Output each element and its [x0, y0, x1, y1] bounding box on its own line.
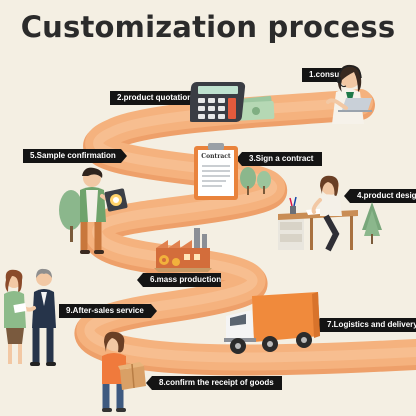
sample-person-illustration	[74, 166, 130, 258]
calculator-icon	[190, 78, 276, 126]
step-2-label: 2.product quotation	[110, 91, 194, 105]
tree-icon	[238, 166, 274, 196]
step-9-label: 9.After-sales service	[59, 304, 151, 318]
tree-icon	[360, 200, 384, 246]
step-8-label: 8.confirm the receipt of goods	[152, 376, 282, 390]
contract-clipboard: Contract	[192, 142, 240, 200]
after-sales-illustration	[0, 266, 62, 372]
contract-title: Contract	[198, 153, 234, 160]
step-3-label: 3.Sign a contract	[242, 152, 322, 166]
step-7-label: 7.Logistics and delivery	[320, 318, 416, 332]
delivery-truck-icon	[222, 290, 322, 358]
step-5-label: 5.Sample confirmation	[23, 149, 121, 163]
designer-illustration	[276, 170, 364, 256]
consultant-illustration	[318, 58, 384, 128]
receiver-illustration	[96, 330, 152, 416]
factory-icon	[150, 224, 216, 272]
step-6-label: 6.mass production	[143, 273, 221, 287]
